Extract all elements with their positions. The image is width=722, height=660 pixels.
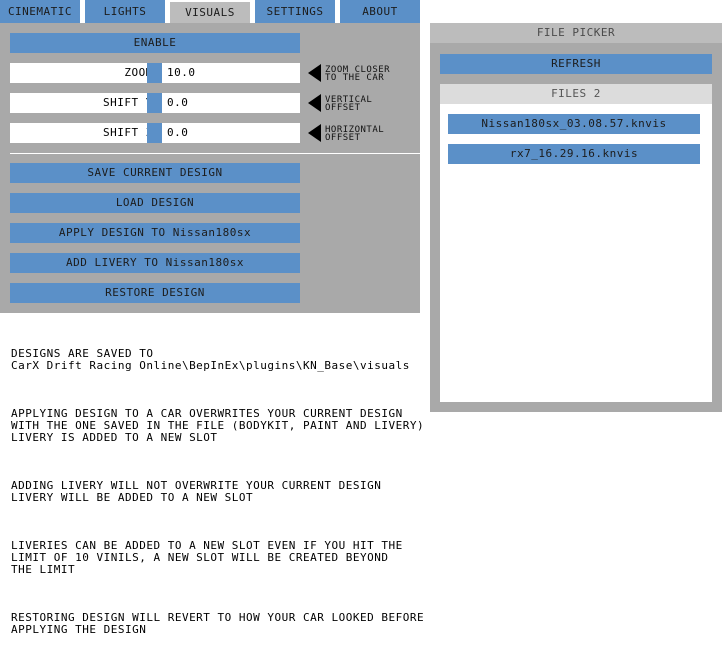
info-paragraph: LIVERIES CAN BE ADDED TO A NEW SLOT EVEN… <box>11 539 403 576</box>
shift-y-value: 0.0 <box>167 96 189 109</box>
restore-design-button[interactable]: RESTORE DESIGN <box>10 283 300 303</box>
shift-y-hint: VERTICAL OFFSET <box>325 95 373 113</box>
file-picker-title: FILE PICKER <box>430 23 722 43</box>
tab-cinematic[interactable]: CINEMATIC <box>0 0 80 23</box>
file-picker-panel: FILE PICKER REFRESH FILES 2 Nissan180sx_… <box>430 23 722 412</box>
shift-z-slider-handle[interactable] <box>147 123 162 143</box>
apply-design-button[interactable]: APPLY DESIGN TO Nissan180sx <box>10 223 300 243</box>
tab-visuals[interactable]: VISUALS <box>170 2 250 23</box>
files-list: FILES 2 Nissan180sx_03.08.57.knvis rx7_1… <box>440 84 712 402</box>
shift-y-slider-handle[interactable] <box>147 93 162 113</box>
shift-z-arrow-icon <box>308 124 321 142</box>
visuals-panel: ENABLE ZOOM: 10.0 ZOOM CLOSER TO THE CAR… <box>0 23 420 313</box>
info-paragraph: DESIGNS ARE SAVED TO CarX Drift Racing O… <box>11 347 410 372</box>
file-item[interactable]: rx7_16.29.16.knvis <box>448 144 700 164</box>
save-design-button[interactable]: SAVE CURRENT DESIGN <box>10 163 300 183</box>
shift-z-hint: HORIZONTAL OFFSET <box>325 125 385 143</box>
shift-y-slider[interactable]: SHIFT Y: 0.0 <box>10 93 300 113</box>
info-paragraph: ADDING LIVERY WILL NOT OVERWRITE YOUR CU… <box>11 479 382 504</box>
shift-z-value: 0.0 <box>167 126 189 139</box>
add-livery-button[interactable]: ADD LIVERY TO Nissan180sx <box>10 253 300 273</box>
refresh-button[interactable]: REFRESH <box>440 54 712 74</box>
tab-lights[interactable]: LIGHTS <box>85 0 165 23</box>
shift-y-arrow-icon <box>308 94 321 112</box>
load-design-button[interactable]: LOAD DESIGN <box>10 193 300 213</box>
shift-z-label: SHIFT Z: <box>103 126 160 139</box>
shift-z-slider[interactable]: SHIFT Z: 0.0 <box>10 123 300 143</box>
zoom-slider[interactable]: ZOOM: 10.0 <box>10 63 300 83</box>
zoom-slider-handle[interactable] <box>147 63 162 83</box>
divider <box>10 153 420 154</box>
info-paragraph: RESTORING DESIGN WILL REVERT TO HOW YOUR… <box>11 611 425 636</box>
tab-about[interactable]: ABOUT <box>340 0 420 23</box>
info-text: DESIGNS ARE SAVED TO CarX Drift Racing O… <box>11 324 425 660</box>
shift-y-label: SHIFT Y: <box>103 96 160 109</box>
file-item[interactable]: Nissan180sx_03.08.57.knvis <box>448 114 700 134</box>
zoom-value: 10.0 <box>167 66 196 79</box>
enable-button[interactable]: ENABLE <box>10 33 300 53</box>
zoom-arrow-icon <box>308 64 321 82</box>
files-header: FILES 2 <box>440 84 712 104</box>
info-paragraph: APPLYING DESIGN TO A CAR OVERWRITES YOUR… <box>11 407 425 444</box>
tab-settings[interactable]: SETTINGS <box>255 0 335 23</box>
zoom-hint: ZOOM CLOSER TO THE CAR <box>325 65 391 83</box>
